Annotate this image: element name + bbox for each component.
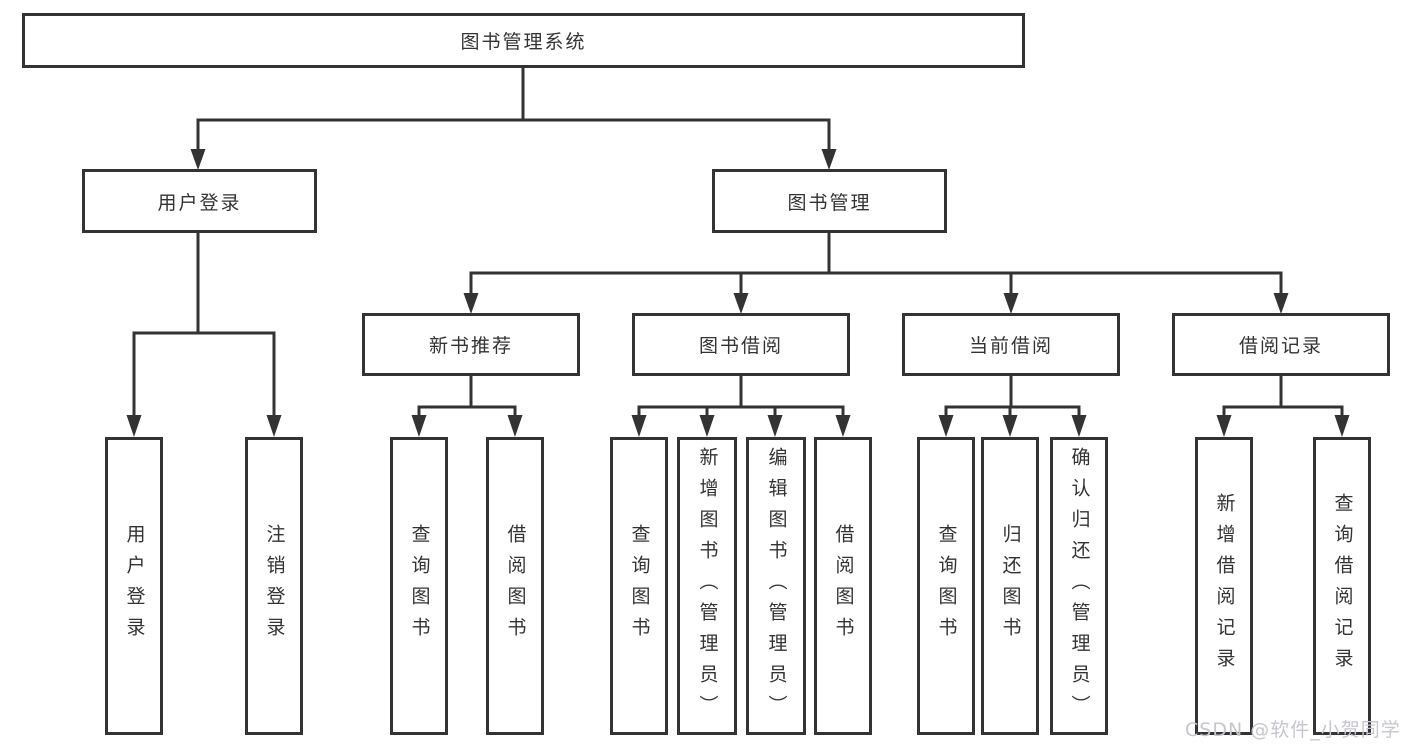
node-leaf-edit-book-admin: 编辑图书（管理员）	[746, 437, 806, 735]
node-leaf-user-login: 用户登录	[105, 437, 163, 735]
node-label: 新增图书（管理员）	[696, 446, 719, 726]
node-label: 查询借阅记录	[1331, 493, 1354, 679]
arrowhead-icon	[733, 293, 749, 314]
arrowhead-icon	[1002, 415, 1018, 437]
node-label: 用户登录	[123, 524, 146, 648]
arrowhead-icon	[411, 415, 427, 437]
arrowhead-icon	[266, 415, 282, 437]
connector-userlogin-to-children	[132, 233, 276, 420]
arrowhead-icon	[1216, 415, 1232, 437]
node-label: 归还图书	[999, 524, 1022, 648]
node-book-management: 图书管理	[712, 169, 947, 233]
node-label: 查询图书	[628, 524, 651, 648]
node-new-book-recommendation: 新书推荐	[362, 313, 580, 376]
node-label: 当前借阅	[968, 335, 1053, 357]
node-label: 借阅图书	[832, 524, 855, 648]
node-leaf-borrow-books-recommend: 借阅图书	[486, 437, 544, 735]
arrowhead-icon	[1071, 415, 1087, 437]
node-label: 新书推荐	[428, 335, 513, 357]
node-label: 借阅记录	[1238, 335, 1323, 357]
connector-borrowing-to-children	[637, 376, 845, 420]
arrowhead-icon	[821, 149, 837, 170]
node-leaf-logout: 注销登录	[245, 437, 303, 735]
arrowhead-icon	[1334, 415, 1350, 437]
node-leaf-query-books-recommend: 查询图书	[390, 437, 448, 735]
connector-root-to-level2	[196, 68, 831, 152]
node-leaf-return-book: 归还图书	[981, 437, 1039, 735]
arrowhead-icon	[1273, 293, 1289, 314]
arrowhead-icon	[1003, 293, 1019, 314]
arrowhead-icon	[835, 415, 851, 437]
arrowhead-icon	[463, 293, 479, 314]
node-label: 图书管理	[787, 191, 872, 214]
node-leaf-add-book-admin: 新增图书（管理员）	[677, 437, 737, 735]
node-label: 查询图书	[408, 524, 431, 648]
arrowhead-icon	[507, 415, 523, 437]
arrowhead-icon	[631, 415, 647, 437]
connector-records-to-children	[1222, 376, 1344, 420]
csdn-watermark: CSDN @软件_小贺同学	[1185, 719, 1401, 741]
node-label: 用户登录	[157, 191, 242, 214]
node-current-borrowing: 当前借阅	[902, 313, 1120, 376]
node-label: 新增借阅记录	[1213, 493, 1236, 679]
node-borrowing-records: 借阅记录	[1172, 313, 1390, 376]
node-label: 图书借阅	[698, 335, 783, 357]
arrowhead-icon	[126, 415, 142, 437]
node-label: 编辑图书（管理员）	[765, 446, 788, 726]
connector-current-to-children	[944, 376, 1081, 420]
arrowhead-icon	[699, 415, 715, 437]
arrowhead-icon	[938, 415, 954, 437]
node-label: 图书管理系统	[460, 31, 587, 53]
connector-newbooks-to-children	[417, 376, 517, 420]
node-leaf-add-borrow-record: 新增借阅记录	[1195, 437, 1253, 735]
arrowhead-icon	[767, 415, 783, 437]
node-leaf-confirm-return-admin: 确认归还（管理员）	[1050, 437, 1108, 735]
node-leaf-query-borrow-record: 查询借阅记录	[1313, 437, 1371, 735]
node-user-login: 用户登录	[82, 169, 317, 233]
node-leaf-borrow-books: 借阅图书	[814, 437, 872, 735]
arrowhead-icon	[190, 149, 206, 170]
node-label: 借阅图书	[504, 524, 527, 648]
arrowheads	[126, 149, 1350, 437]
node-library-management-system: 图书管理系统	[22, 13, 1025, 68]
node-label: 注销登录	[263, 524, 286, 648]
connector-bookmgmt-to-level3	[469, 233, 1283, 296]
node-leaf-query-books-current: 查询图书	[917, 437, 975, 735]
node-label: 确认归还（管理员）	[1068, 446, 1091, 726]
node-leaf-query-books-borrowing: 查询图书	[610, 437, 668, 735]
node-label: 查询图书	[935, 524, 958, 648]
node-book-borrowing: 图书借阅	[632, 313, 850, 376]
